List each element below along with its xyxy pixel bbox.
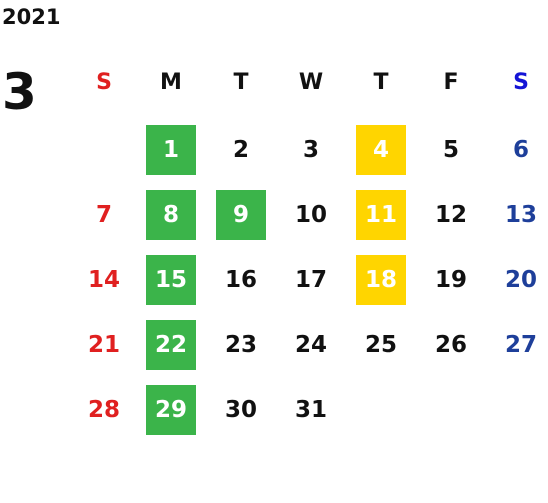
day-cell-11: 11 [356, 190, 406, 240]
day-cell-27: 27 [504, 332, 537, 358]
day-cell-8: 8 [146, 190, 196, 240]
day-cell-31: 31 [294, 397, 327, 423]
day-cell-15: 15 [146, 255, 196, 305]
day-cell-7: 7 [95, 202, 112, 228]
day-cell-13: 13 [504, 202, 537, 228]
weekday-fri: F [443, 69, 459, 95]
day-cell-4: 4 [356, 125, 406, 175]
day-cell-2: 2 [232, 137, 249, 163]
weekday-sun: S [96, 69, 112, 95]
weekday-wed: W [298, 69, 324, 95]
day-cell-23: 23 [224, 332, 257, 358]
weekday-mon: M [160, 69, 182, 95]
day-cell-5: 5 [442, 137, 459, 163]
day-cell-21: 21 [87, 332, 120, 358]
day-cell-16: 16 [224, 267, 257, 293]
day-cell-10: 10 [294, 202, 327, 228]
weekday-sat: S [513, 69, 529, 95]
year-label: 2021 [2, 5, 61, 29]
day-cell-28: 28 [87, 397, 120, 423]
day-cell-1: 1 [146, 125, 196, 175]
day-cell-19: 19 [434, 267, 467, 293]
day-cell-20: 20 [504, 267, 537, 293]
day-cell-18: 18 [356, 255, 406, 305]
day-cell-14: 14 [87, 267, 120, 293]
weekday-thu: T [373, 69, 389, 95]
day-cell-24: 24 [294, 332, 327, 358]
month-number: 3 [2, 63, 37, 121]
day-cell-26: 26 [434, 332, 467, 358]
day-cell-22: 22 [146, 320, 196, 370]
day-cell-30: 30 [224, 397, 257, 423]
day-cell-29: 29 [146, 385, 196, 435]
day-cell-9: 9 [216, 190, 266, 240]
day-cell-17: 17 [294, 267, 327, 293]
weekday-tue: T [233, 69, 249, 95]
day-cell-12: 12 [434, 202, 467, 228]
day-cell-25: 25 [364, 332, 397, 358]
day-cell-3: 3 [302, 137, 319, 163]
day-cell-6: 6 [512, 137, 529, 163]
